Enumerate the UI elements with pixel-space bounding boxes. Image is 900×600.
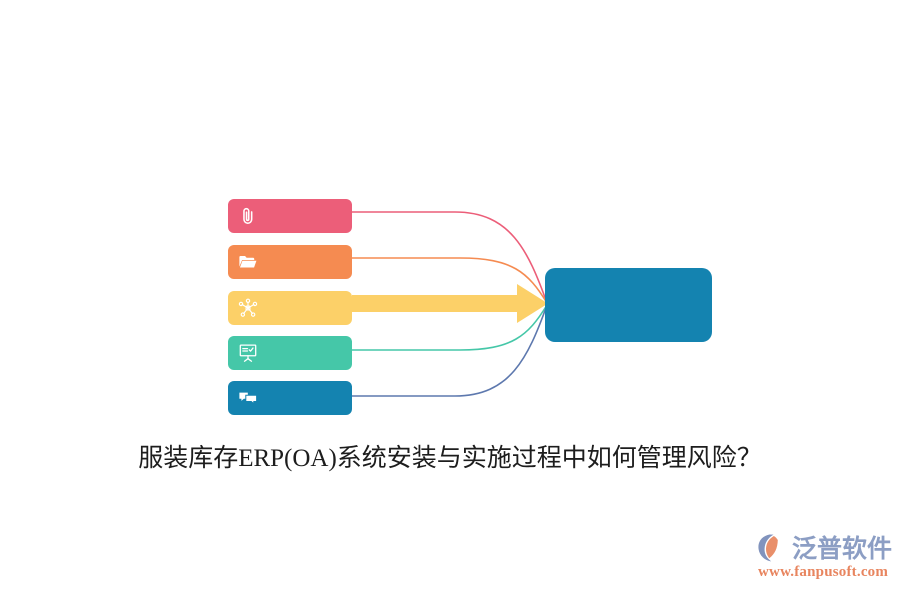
connector-curve-chat [352,304,548,397]
logo-website-url: www.fanpusoft.com [758,564,889,580]
diagram-node-chat[interactable] [228,381,352,415]
connector-arrow-network [352,284,548,323]
watermark-logo: 泛普软件 www.fanpusoft.com [756,533,894,589]
connector-curve-attachment [352,211,548,304]
diagram-connectors [352,211,548,397]
diagram-node-network[interactable] [228,291,352,325]
fanpu-logo-icon [756,533,790,563]
page-caption: 服装库存ERP(OA)系统安装与实施过程中如何管理风险？ [138,445,762,472]
connector-curve-folder [352,257,548,304]
logo-row: 泛普软件 [756,533,892,563]
presentation-board-icon [237,342,259,364]
paperclip-icon [237,205,259,227]
diagram-node-folder[interactable] [228,245,352,279]
diagram-target-node[interactable] [545,268,712,342]
connector-curve-presentation [352,304,548,351]
network-share-icon [237,297,259,319]
converging-arrow-diagram [228,199,712,415]
open-folder-icon [237,251,259,273]
diagram-node-attachment[interactable] [228,199,352,233]
logo-brand-name: 泛普软件 [792,533,893,563]
chat-bubbles-icon [237,387,259,409]
diagram-node-presentation[interactable] [228,336,352,370]
